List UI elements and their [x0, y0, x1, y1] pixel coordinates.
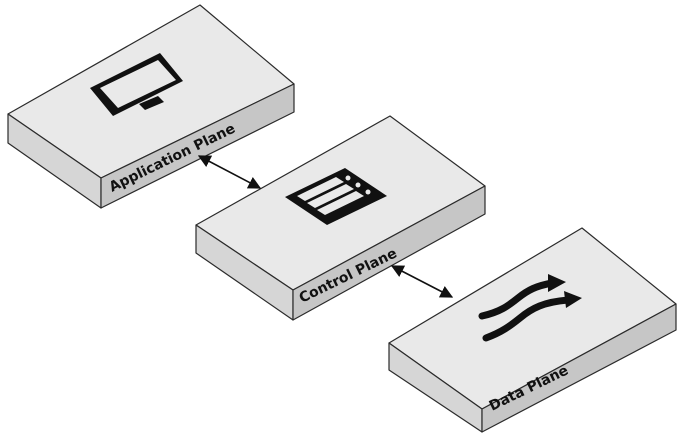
- application-plane-box: Application Plane: [7, 4, 295, 209]
- data-plane-box: Data Plane: [388, 227, 677, 433]
- crossing-arrows-icon: [478, 274, 582, 342]
- control-plane-box: Control Plane: [195, 115, 486, 321]
- server-rack-icon: [285, 168, 387, 225]
- monitor-icon: [90, 53, 183, 116]
- connector-application-control: [197, 155, 262, 189]
- connector-control-data: [390, 265, 454, 298]
